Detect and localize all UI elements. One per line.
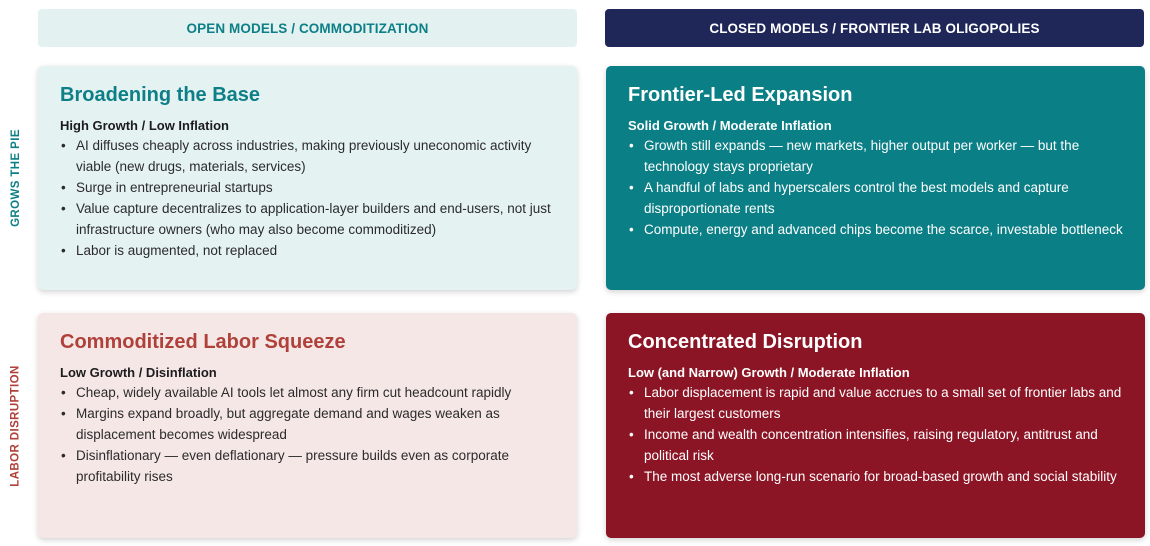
bullet-item: Compute, energy and advanced chips becom… [628, 219, 1123, 240]
column-header-closed-label: CLOSED MODELS / FRONTIER LAB OLIGOPOLIES [709, 20, 1040, 36]
quadrant-title: Frontier-Led Expansion [628, 84, 853, 106]
quadrant-subtitle: High Growth / Low Inflation [60, 118, 229, 133]
bullet-item: A handful of labs and hyperscalers contr… [628, 177, 1123, 219]
quadrant-subtitle: Solid Growth / Moderate Inflation [628, 118, 832, 133]
bullet-item: Growth still expands — new markets, high… [628, 135, 1123, 177]
bullet-list: Growth still expands — new markets, high… [628, 135, 1123, 240]
row-label-labor-disruption: LABOR DISRUPTION [0, 313, 32, 538]
quadrant-subtitle: Low (and Narrow) Growth / Moderate Infla… [628, 365, 910, 380]
bullet-list: AI diffuses cheaply across industries, m… [60, 135, 555, 261]
quadrant-title: Broadening the Base [60, 84, 261, 106]
quadrant-frontier-led-expansion: Frontier-Led Expansion Solid Growth / Mo… [606, 66, 1145, 290]
bullet-item: Labor displacement is rapid and value ac… [628, 382, 1123, 424]
bullet-item: Income and wealth concentration intensif… [628, 424, 1123, 466]
bullet-item: Disinflationary — even deflationary — pr… [60, 445, 555, 487]
bullet-item: Cheap, widely available AI tools let alm… [60, 382, 555, 403]
row-label-top-text: GROWS THE PIE [10, 129, 23, 227]
quadrant-title: Commoditized Labor Squeeze [60, 331, 346, 353]
bullet-list: Labor displacement is rapid and value ac… [628, 382, 1123, 487]
column-header-open-label: OPEN MODELS / COMMODITIZATION [186, 20, 429, 36]
bullet-list: Cheap, widely available AI tools let alm… [60, 382, 555, 487]
row-label-bottom-text: LABOR DISRUPTION [10, 364, 22, 487]
quadrant-title: Concentrated Disruption [628, 331, 863, 353]
column-header-closed-models: CLOSED MODELS / FRONTIER LAB OLIGOPOLIES [605, 9, 1144, 47]
row-label-grows-the-pie: GROWS THE PIE [0, 66, 32, 290]
bullet-item: Surge in entrepreneurial startups [60, 177, 555, 198]
quadrant-concentrated-disruption: Concentrated Disruption Low (and Narrow)… [606, 313, 1145, 538]
bullet-item: The most adverse long-run scenario for b… [628, 466, 1123, 487]
quadrant-commoditized-labor-squeeze: Commoditized Labor Squeeze Low Growth / … [38, 313, 577, 538]
bullet-item: Margins expand broadly, but aggregate de… [60, 403, 555, 445]
bullet-item: AI diffuses cheaply across industries, m… [60, 135, 555, 177]
bullet-item: Labor is augmented, not replaced [60, 240, 555, 261]
bullet-item: Value capture decentralizes to applicati… [60, 198, 555, 240]
quadrant-broadening-the-base: Broadening the Base High Growth / Low In… [38, 66, 577, 290]
column-header-open-models: OPEN MODELS / COMMODITIZATION [38, 9, 577, 47]
quadrant-subtitle: Low Growth / Disinflation [60, 365, 217, 380]
